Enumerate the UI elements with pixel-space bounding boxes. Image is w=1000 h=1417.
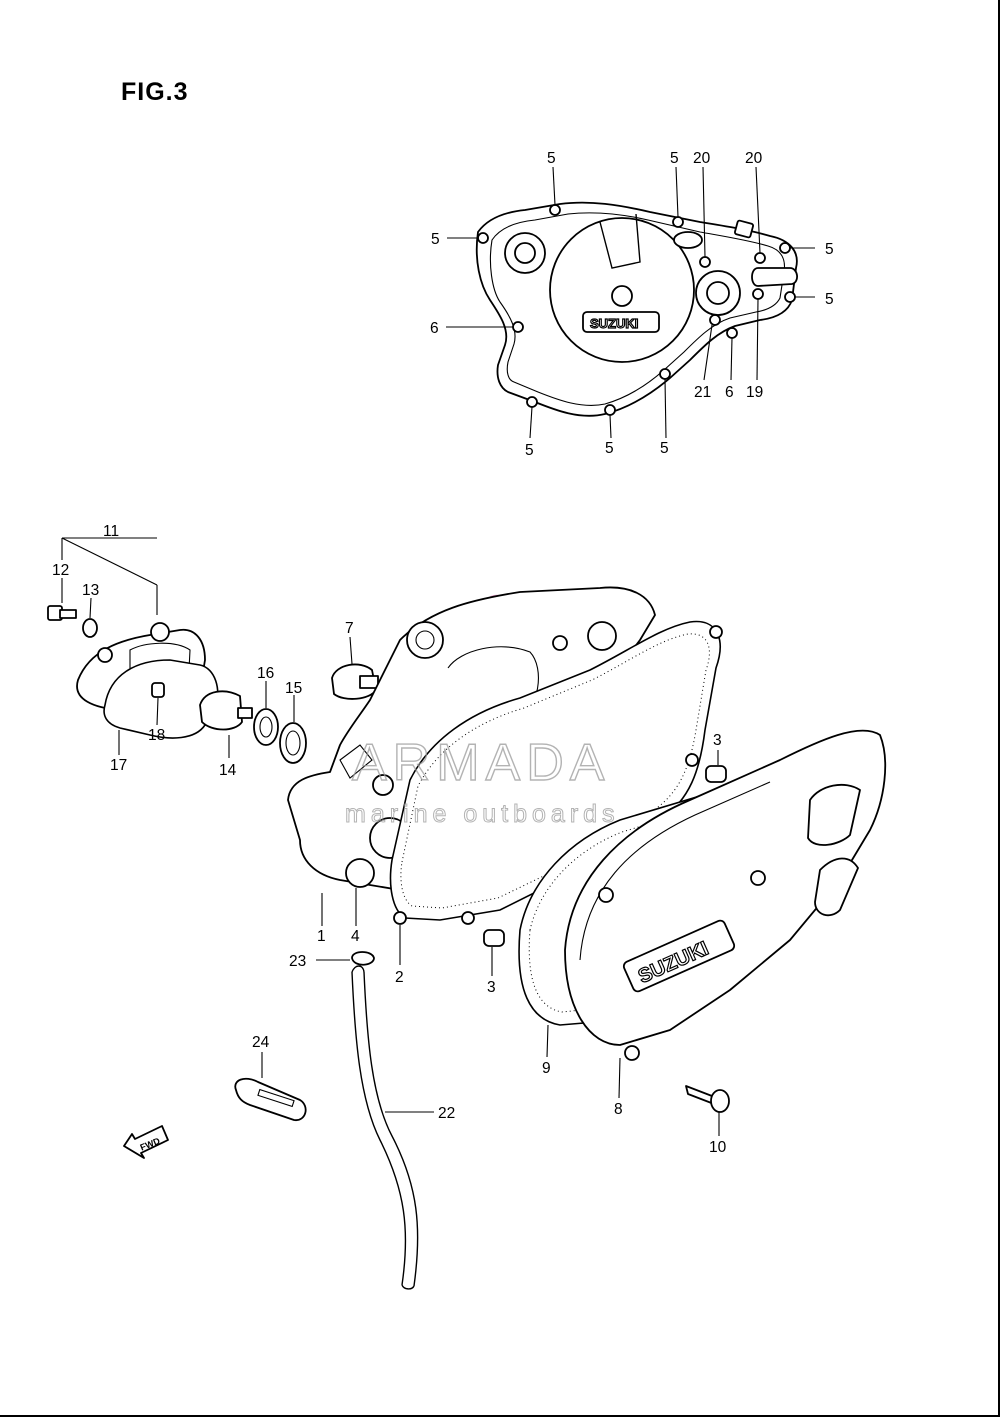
- callout-19: 19: [746, 384, 763, 401]
- bolt-12: [47, 605, 77, 621]
- washer-13: [82, 618, 98, 638]
- oil-seal-16: [253, 708, 279, 746]
- callout-20: 20: [745, 150, 763, 167]
- oil-seal-15: [279, 722, 307, 764]
- callout-23: 23: [289, 953, 306, 970]
- callout-5: 5: [825, 241, 834, 258]
- clamp-23: [351, 951, 375, 966]
- callout-21: 21: [694, 384, 711, 401]
- breather-hose-22: [351, 971, 407, 1286]
- watermark-tagline: marine outboards: [345, 800, 620, 828]
- callout-3: 3: [713, 732, 722, 749]
- oil-filler-cap-7: [331, 663, 379, 700]
- callout-6: 6: [430, 320, 439, 337]
- dowel-18: [151, 682, 165, 698]
- upper-brand-label: SUZUKI: [590, 316, 638, 331]
- callout-15: 15: [285, 680, 302, 697]
- callout-22: 22: [438, 1105, 455, 1122]
- callout-24: 24: [252, 1034, 270, 1051]
- callout-5: 5: [525, 442, 534, 459]
- callout-13: 13: [82, 582, 99, 599]
- callout-2: 2: [395, 969, 404, 986]
- figure-title: FIG.3: [121, 78, 189, 106]
- callout-14: 14: [219, 762, 237, 779]
- callout-7: 7: [345, 620, 354, 637]
- forward-direction-arrow: FWD: [123, 1125, 169, 1159]
- o-ring-4: [345, 858, 375, 888]
- callout-16: 16: [257, 665, 274, 682]
- callout-3: 3: [487, 979, 496, 996]
- upper-generator-cover: SUZUKI: [475, 201, 798, 417]
- watermark-brand: ARMADA: [352, 734, 610, 792]
- lower-leader-lines: [61, 537, 720, 1136]
- callout-8: 8: [614, 1101, 623, 1118]
- callout-20: 20: [693, 150, 711, 167]
- callout-5: 5: [547, 150, 556, 167]
- lower-callouts: 11 12 13 7 16 15 18 17 14 3 1 4 2 3 23 9…: [52, 523, 727, 1156]
- callout-17: 17: [110, 757, 127, 774]
- callout-5: 5: [605, 440, 614, 457]
- dowel-pin-3a: [705, 765, 727, 783]
- callout-5: 5: [660, 440, 669, 457]
- callout-5: 5: [670, 150, 679, 167]
- callout-18: 18: [148, 727, 165, 744]
- callout-5: 5: [431, 231, 440, 248]
- callout-10: 10: [709, 1139, 727, 1156]
- callout-11: 11: [103, 523, 119, 540]
- screw-10: [685, 1085, 730, 1113]
- callout-1: 1: [317, 928, 326, 945]
- callout-5: 5: [825, 291, 834, 308]
- impeller-14: [199, 690, 253, 731]
- dowel-pin-3b: [483, 929, 505, 947]
- callout-4: 4: [351, 928, 360, 945]
- clutch-cover: SUZUKI: [564, 729, 887, 1061]
- callout-6: 6: [725, 384, 734, 401]
- callout-12: 12: [52, 562, 69, 579]
- callout-9: 9: [542, 1060, 551, 1077]
- upper-leader-lines: [446, 166, 815, 439]
- upper-callouts: 5 5 20 20 5 5 5 6 21 6 19 5 5 5: [430, 150, 834, 459]
